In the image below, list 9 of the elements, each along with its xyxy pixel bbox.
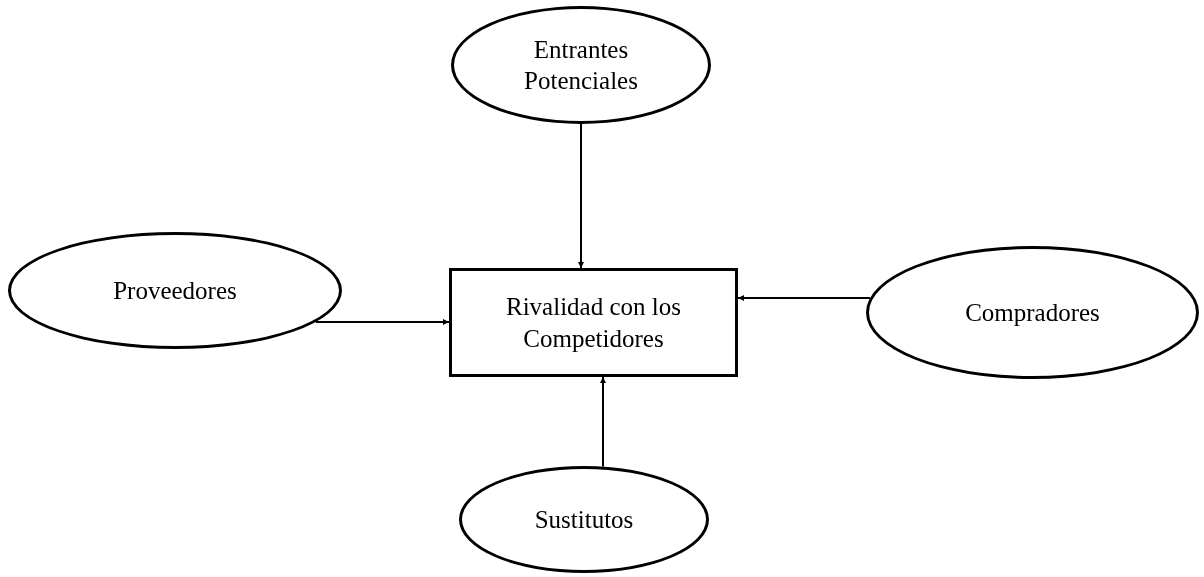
node-label: Rivalidad con los Competidores xyxy=(505,292,682,354)
process-box xyxy=(449,268,738,377)
node-label: Sustitutos xyxy=(534,504,634,535)
arrow xyxy=(578,123,584,269)
arrow xyxy=(600,376,606,468)
arrow xyxy=(314,319,450,325)
node-label: Proveedores xyxy=(113,275,237,306)
node-label: Compradores xyxy=(965,297,1100,328)
node-label: Entrantes Potenciales xyxy=(523,34,639,96)
